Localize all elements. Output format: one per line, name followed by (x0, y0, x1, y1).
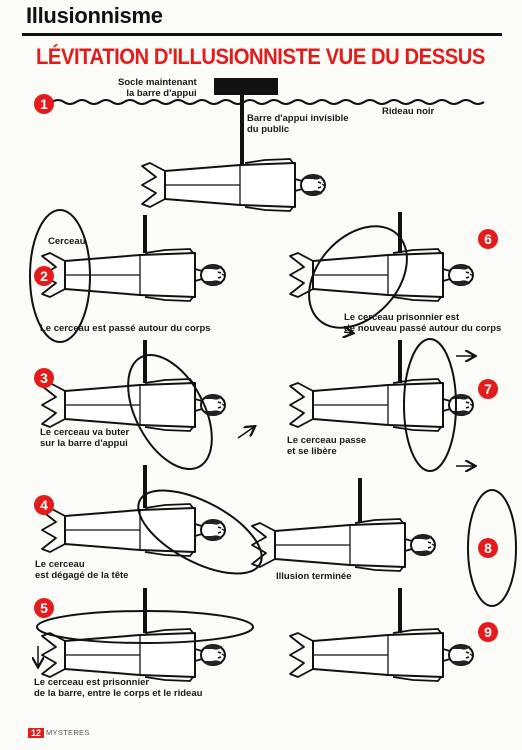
article-title: LÉVITATION D'ILLUSIONNISTE VUE DU DESSUS (36, 44, 485, 69)
magician-figure (141, 158, 326, 212)
step-badge-3: 3 (34, 368, 54, 388)
magazine-name: MYSTERES (46, 728, 90, 737)
label-step8: Illusion terminée (276, 571, 352, 582)
magician-figure (289, 378, 474, 432)
header-rule (22, 33, 502, 36)
step-badge-8: 8 (478, 538, 498, 558)
hoop (127, 353, 213, 471)
step-badge-5: 5 (34, 598, 54, 618)
step-badge-4: 4 (34, 495, 54, 515)
hoop (29, 209, 91, 343)
hoop (137, 489, 263, 575)
page-number: 12 (28, 728, 45, 738)
section-title: Illusionnisme (26, 3, 163, 28)
step-badge-9: 9 (478, 622, 498, 642)
magician-figure (41, 248, 226, 302)
label-step2: Le cerceau est passé autour du corps (40, 323, 211, 334)
label-cerceau: Cerceau (48, 236, 86, 247)
step-badge-1: 1 (34, 94, 54, 114)
hoop (403, 338, 457, 472)
magician-figure (41, 378, 226, 432)
hoop (308, 225, 408, 329)
magician-figure (41, 628, 226, 682)
magician-figure (251, 518, 436, 572)
hoop (467, 489, 517, 607)
magician-figure (41, 503, 226, 557)
magician-figure (289, 628, 474, 682)
hoop (36, 610, 254, 644)
step-badge-6: 6 (478, 229, 498, 249)
label-rideau: Rideau noir (382, 106, 435, 117)
support-base (214, 78, 278, 95)
magician-figure (289, 248, 474, 302)
step-badge-2: 2 (34, 266, 54, 286)
step-badge-7: 7 (478, 379, 498, 399)
black-curtain-line (51, 99, 485, 105)
